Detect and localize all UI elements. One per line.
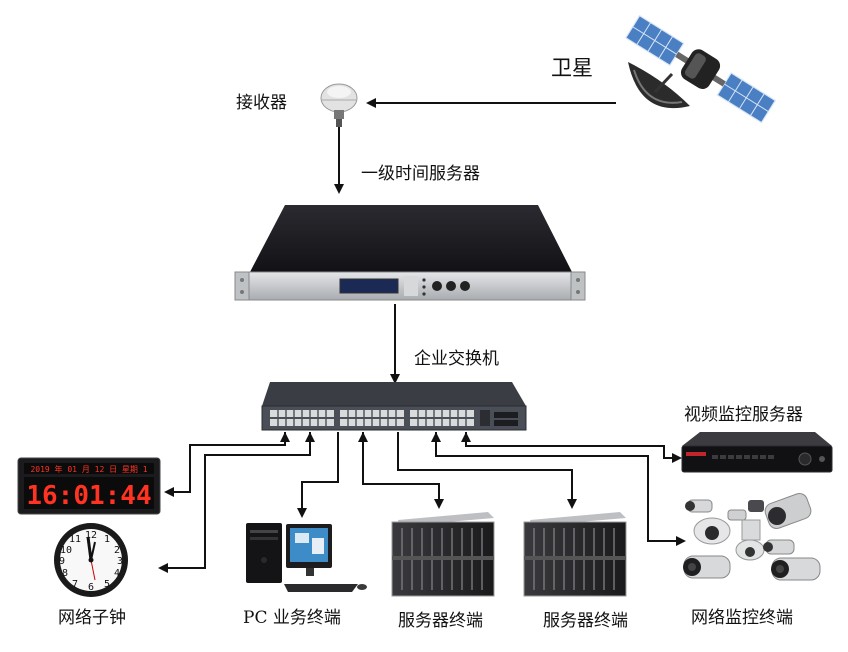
rack-server-icon [234, 205, 586, 301]
svg-text:2: 2 [114, 545, 120, 556]
label-primary-time-server: 一级时间服务器 [361, 164, 480, 184]
label-satellite: 卫星 [551, 56, 593, 80]
svg-text:6: 6 [88, 582, 94, 593]
svg-text:8: 8 [62, 568, 68, 579]
gps-antenna-icon [320, 83, 358, 127]
satellite-icon [624, 14, 777, 124]
svg-text:12: 12 [85, 530, 97, 541]
svg-text:1: 1 [104, 534, 110, 545]
svg-text:5: 5 [104, 579, 110, 590]
label-receiver: 接收器 [236, 93, 287, 113]
svg-text:4: 4 [114, 568, 120, 579]
svg-text:7: 7 [72, 579, 78, 590]
line-switch-pc [297, 432, 339, 518]
connectors [158, 98, 686, 573]
digital-clock-time: 16:01:44 [26, 481, 151, 511]
line-switch-server2 [397, 432, 577, 509]
line-switch-digital-clock [164, 432, 286, 497]
label-server-terminal-1: 服务器终端 [398, 611, 483, 631]
line-switch-nvr [465, 432, 682, 463]
digital-clock-date: 2019 年 01 月 12 日 星期 1 [30, 464, 147, 474]
label-enterprise-switch: 企业交换机 [414, 349, 499, 369]
pc-icon [246, 523, 367, 592]
svg-text:3: 3 [117, 556, 123, 567]
label-pc-terminal: PC 业务终端 [243, 608, 341, 628]
svg-text:11: 11 [69, 534, 81, 545]
blade-server-icon [391, 512, 495, 597]
cctv-camera-icon [683, 493, 821, 581]
svg-text:10: 10 [60, 545, 72, 556]
label-server-terminal-2: 服务器终端 [543, 611, 628, 631]
label-video-surveillance-server: 视频监控服务器 [684, 405, 803, 425]
nvr-icon [681, 432, 833, 473]
network-switch-icon [261, 382, 527, 431]
digital-clock-icon: 2019 年 01 月 12 日 星期 1 16:01:44 [17, 457, 161, 515]
svg-text:9: 9 [59, 556, 65, 567]
label-network-camera-terminal: 网络监控终端 [691, 608, 793, 628]
label-network-sub-clock: 网络子钟 [58, 608, 126, 628]
blade-server-icon [523, 512, 627, 597]
